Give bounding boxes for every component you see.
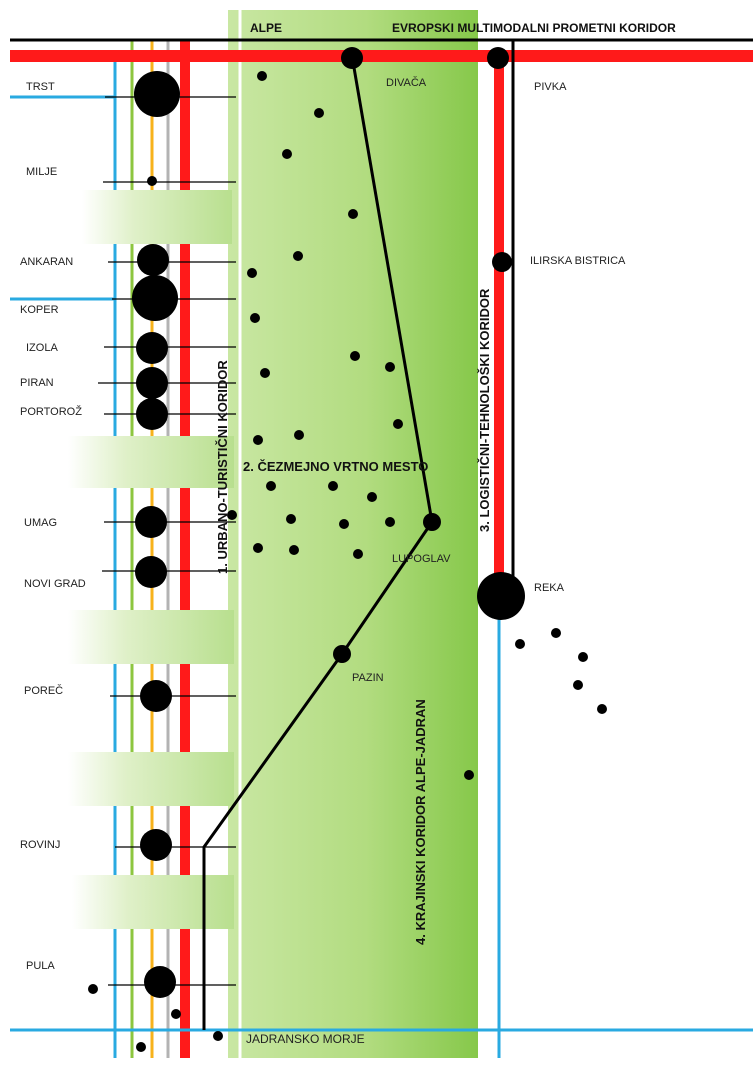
green-box-4 <box>68 752 234 806</box>
green-box-3 <box>68 610 234 664</box>
marker-ankaran <box>137 244 169 276</box>
garden-city-band <box>228 10 478 1058</box>
label-corridor-4: 4. KRAJINSKI KORIDOR ALPE-JADRAN <box>413 699 428 945</box>
marker-piran <box>136 367 168 399</box>
label-corridor-1: 1. URBANO-TURISTIČNI KORIDOR <box>215 360 230 574</box>
marker-umag <box>135 506 167 538</box>
town-label-novi-grad: NOVI GRAD <box>24 578 86 590</box>
marker-divaca <box>341 47 363 69</box>
town-label-reka: REKA <box>534 582 564 594</box>
marker-portoroz <box>136 398 168 430</box>
green-box-5 <box>72 875 234 929</box>
marker-milje <box>147 176 157 186</box>
marker-reka <box>477 572 525 620</box>
label-alpe: ALPE <box>250 21 283 35</box>
town-label-pazin: PAZIN <box>352 672 384 684</box>
town-label-ankaran: ANKARAN <box>20 256 74 268</box>
town-label-divaca: DIVAČA <box>386 77 427 89</box>
town-label-pivka: PIVKA <box>534 81 567 93</box>
town-label-trst: TRST <box>26 81 55 93</box>
town-label-koper: KOPER <box>20 304 59 316</box>
marker-koper <box>132 275 178 321</box>
marker-pula <box>144 966 176 998</box>
marker-lupoglav <box>423 513 441 531</box>
marker-pazin <box>333 645 351 663</box>
label-sea: JADRANSKO MORJE <box>246 1032 365 1046</box>
green-box-1 <box>82 190 232 244</box>
marker-izola <box>136 332 168 364</box>
town-label-porec: POREČ <box>24 685 64 697</box>
town-label-umag: UMAG <box>24 517 57 529</box>
town-label-milje: MILJE <box>26 166 58 178</box>
town-label-lupoglav: LUPOGLAV <box>392 553 451 565</box>
town-label-izola: IZOLA <box>26 342 58 354</box>
town-label-rovinj: ROVINJ <box>20 839 61 851</box>
green-box-2 <box>68 436 234 488</box>
label-corridor-2: 2. ČEZMEJNO VRTNO MESTO <box>243 459 429 474</box>
marker-novi-grad <box>135 556 167 588</box>
reka-area-dots <box>515 628 607 714</box>
label-multimodal-corridor: EVROPSKI MULTIMODALNI PROMETNI KORIDOR <box>392 21 676 35</box>
marker-rovinj <box>140 829 172 861</box>
town-label-piran: PIRAN <box>20 377 54 389</box>
town-label-pula: PULA <box>26 960 55 972</box>
marker-trst <box>134 71 180 117</box>
marker-porec <box>140 680 172 712</box>
sea-area-dots <box>88 984 223 1052</box>
marker-ilirska-bistrica <box>492 252 512 272</box>
label-corridor-3: 3. LOGISTIČNI-TEHNOLOŠKI KORIDOR <box>477 288 492 532</box>
town-label-portoroz: PORTOROŽ <box>20 406 82 418</box>
garden-city-dots <box>227 71 474 780</box>
marker-pivka <box>487 47 509 69</box>
town-label-ilirska-bistrica: ILIRSKA BISTRICA <box>530 255 626 267</box>
